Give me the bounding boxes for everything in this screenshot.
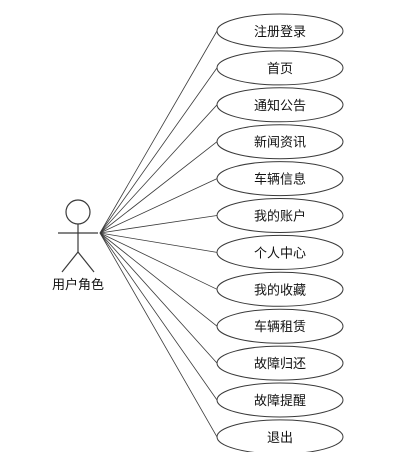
use-case-ellipse <box>216 271 344 307</box>
association-line <box>99 67 218 234</box>
association-lines <box>99 30 218 438</box>
association-line <box>99 104 218 234</box>
use-case: 首页 <box>216 50 344 86</box>
use-case: 车辆信息 <box>216 161 344 197</box>
use-case: 故障提醒 <box>216 382 344 418</box>
association-line <box>99 178 218 234</box>
actor-head <box>65 199 91 225</box>
use-case-label: 退出 <box>267 431 293 446</box>
actor-figure: 用户角色 <box>52 199 104 293</box>
use-case-ellipse <box>216 382 344 418</box>
use-case: 我的收藏 <box>216 271 344 307</box>
use-case-label: 故障提醒 <box>254 393 306 409</box>
use-case: 注册登录 <box>216 13 344 49</box>
use-case-label: 车辆信息 <box>254 172 306 188</box>
use-case-label: 我的收藏 <box>254 282 306 298</box>
use-case-ellipse <box>216 419 344 452</box>
use-case-list: 注册登录首页通知公告新闻资讯车辆信息我的账户个人中心我的收藏车辆租赁故障归还故障… <box>216 13 344 452</box>
use-case-ellipse <box>216 124 344 160</box>
use-case-label: 车辆租赁 <box>254 319 306 335</box>
actor-right-leg <box>77 251 95 273</box>
use-case-label: 通知公告 <box>254 98 306 114</box>
use-case: 通知公告 <box>216 87 344 123</box>
use-case-label: 注册登录 <box>254 25 306 40</box>
use-case-label: 首页 <box>267 62 293 77</box>
use-case-label: 新闻资讯 <box>254 135 306 151</box>
use-case-label: 故障归还 <box>254 357 306 372</box>
association-line <box>99 232 218 438</box>
use-case-ellipse <box>216 161 344 197</box>
association-line <box>99 215 218 234</box>
use-case-label: 个人中心 <box>254 246 306 261</box>
association-line <box>99 30 218 234</box>
use-case-ellipse <box>216 50 344 86</box>
association-line <box>99 232 218 401</box>
use-case: 故障归还 <box>216 345 344 381</box>
actor-left-leg <box>61 251 79 273</box>
use-case-ellipse <box>216 87 344 123</box>
use-case: 退出 <box>216 419 344 452</box>
use-case-ellipse <box>216 234 344 270</box>
use-case-ellipse <box>216 198 344 233</box>
use-case: 个人中心 <box>216 234 344 270</box>
use-case-ellipse <box>216 308 344 344</box>
association-line <box>99 232 218 253</box>
association-line <box>99 232 218 364</box>
association-line <box>99 232 218 290</box>
use-case: 车辆租赁 <box>216 308 344 344</box>
use-case-ellipse <box>216 345 344 381</box>
use-case: 新闻资讯 <box>216 124 344 160</box>
association-line <box>99 141 218 234</box>
use-case-label: 我的账户 <box>254 209 306 225</box>
association-line <box>99 232 218 327</box>
actor-label: 用户角色 <box>52 277 104 293</box>
use-case: 我的账户 <box>216 198 344 233</box>
use-case-ellipse <box>216 13 344 49</box>
